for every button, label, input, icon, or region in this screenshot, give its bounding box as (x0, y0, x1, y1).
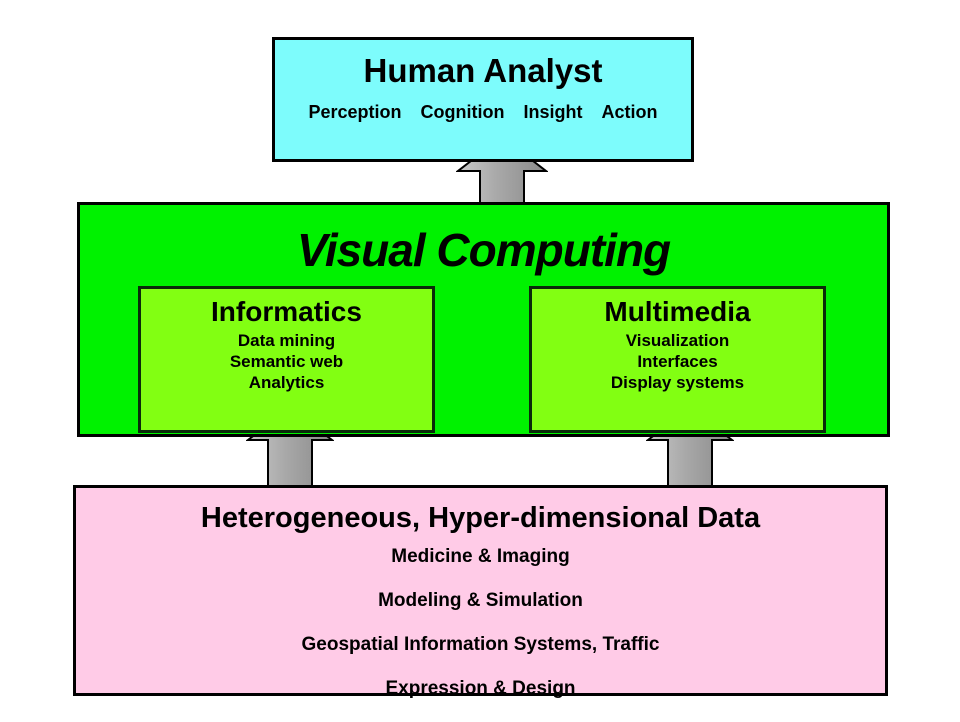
visual-computing-title: Visual Computing (296, 224, 671, 276)
capability-insight: Insight (523, 102, 583, 122)
informatics-items: Data mining Semantic web Analytics (141, 330, 432, 393)
multimedia-title: Multimedia (604, 296, 751, 327)
data-layer-title: Heterogeneous, Hyper-dimensional Data (200, 502, 761, 534)
informatics-item-analytics: Analytics (248, 373, 325, 392)
human-analyst-title: Human Analyst (363, 52, 603, 89)
multimedia-item-visualization: Visualization (625, 331, 730, 350)
informatics-item-semantic-web: Semantic web (229, 352, 344, 371)
visual-computing-box: Visual Computing Informatics Data mining… (77, 202, 890, 437)
informatics-box: Informatics Data mining Semantic web Ana… (138, 286, 435, 433)
capability-cognition: Cognition (420, 102, 505, 122)
multimedia-box: Multimedia Visualization Interfaces Disp… (529, 286, 826, 433)
informatics-title: Informatics (211, 296, 362, 327)
data-item-modeling-simulation: Modeling & Simulation (378, 590, 583, 611)
human-analyst-box: Human Analyst Perception Cognition Insig… (272, 37, 694, 162)
capability-action: Action (601, 102, 658, 122)
data-item-medicine-imaging: Medicine & Imaging (391, 546, 570, 567)
multimedia-item-display-systems: Display systems (610, 373, 745, 392)
data-layer-items: Medicine & Imaging Modeling & Simulation… (76, 546, 885, 722)
data-layer-box: Heterogeneous, Hyper-dimensional Data Me… (73, 485, 888, 699)
multimedia-items: Visualization Interfaces Display systems (532, 330, 823, 393)
human-analyst-capabilities: Perception Cognition Insight Action (275, 102, 691, 123)
multimedia-item-interfaces: Interfaces (637, 352, 718, 371)
capability-perception: Perception (308, 102, 402, 122)
data-item-expression-design: Expression & Design (385, 678, 576, 699)
informatics-item-data-mining: Data mining (237, 331, 336, 350)
data-item-geospatial-traffic: Geospatial Information Systems, Traffic (301, 634, 660, 655)
